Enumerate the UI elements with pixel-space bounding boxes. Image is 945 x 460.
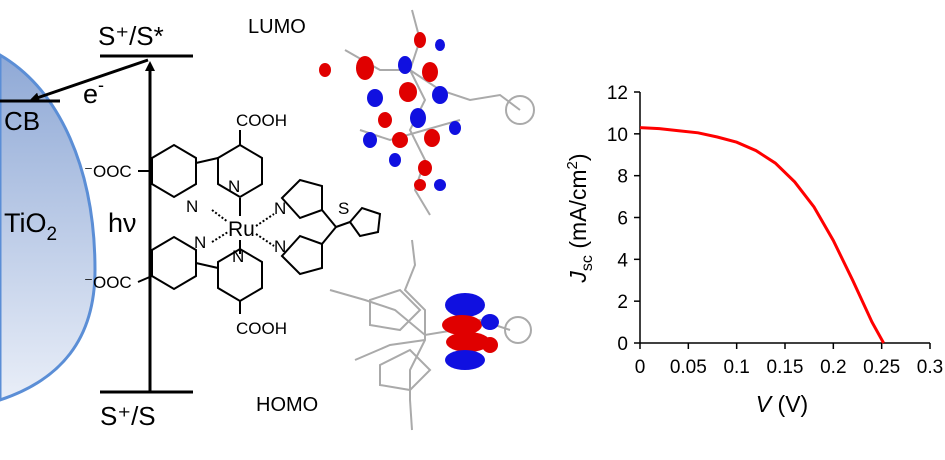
lumo-lobe — [398, 56, 412, 74]
y-tick-label: 8 — [617, 167, 628, 188]
pyridine-ring-b — [151, 143, 197, 199]
lumo-lobe — [319, 63, 331, 77]
carboxyl-top-label: COOH — [236, 111, 287, 130]
energy-diagram: TiO2 CB S⁺/S* S⁺/S hν e- — [0, 21, 193, 431]
excited-level-label: S⁺/S* — [98, 21, 164, 51]
x-tick-label: 0.15 — [767, 357, 804, 378]
y-tick-label: 4 — [617, 250, 628, 271]
lumo-lobe — [363, 132, 377, 148]
pyrrole-ring-b — [280, 234, 323, 276]
y-tick-label: 6 — [617, 209, 628, 230]
orbital-renderings: LUMO HOMO — [248, 9, 535, 431]
tio2-semiconductor — [0, 53, 97, 402]
lumo-lobe — [432, 86, 448, 104]
thiophene-ring — [348, 206, 382, 238]
homo-lobe — [481, 314, 499, 330]
homo-molecular-skeleton — [329, 239, 532, 431]
lumo-lobe — [449, 121, 461, 135]
nitrogen-d: N — [274, 237, 286, 256]
lumo-lobe — [399, 82, 417, 102]
y-tick-label: 10 — [607, 125, 628, 146]
homo-orbital-lobes — [442, 293, 499, 370]
lumo-lobe — [418, 160, 432, 176]
chart-ticks: 0 0.05 0.1 0.15 0.2 0.25 0.3 0 2 4 6 8 10 12 — [607, 83, 943, 378]
chart-ylabel: Jsc (mA/cm2) — [564, 153, 596, 283]
lumo-lobe — [414, 32, 426, 48]
nitrogen-b: N — [228, 177, 240, 196]
x-tick-label: 0.25 — [863, 357, 900, 378]
x-tick-label: 0.05 — [670, 357, 707, 378]
chart-axes — [639, 92, 930, 344]
homo-lobe — [445, 293, 485, 317]
pyridine-ring-c — [151, 235, 197, 291]
lumo-lobe — [435, 39, 445, 51]
lumo-orbital-lobes — [319, 32, 461, 191]
lumo-lobe — [367, 89, 383, 107]
y-tick-label: 2 — [617, 292, 628, 313]
homo-label: HOMO — [256, 394, 318, 416]
lumo-lobe — [434, 179, 446, 191]
lumo-lobe — [414, 179, 426, 191]
x-tick-label: 0.1 — [723, 357, 749, 378]
carboxylate-top-label: ⁻OOC — [84, 162, 132, 181]
homo-lobe — [482, 337, 498, 353]
thiophene-sulfur: S — [338, 199, 349, 218]
lumo-lobe — [389, 153, 401, 167]
ground-level-label: S⁺/S — [100, 401, 156, 431]
jv-chart: 0 0.05 0.1 0.15 0.2 0.25 0.3 0 2 4 6 8 10 12 V (V) Js… — [564, 83, 943, 417]
x-tick-label: 0.2 — [820, 357, 846, 378]
y-tick-label: 12 — [607, 83, 628, 104]
lumo-label: LUMO — [248, 16, 306, 38]
chart-xlabel: V (V) — [756, 391, 808, 417]
tio2-label: TiO2 — [4, 208, 57, 245]
electron-injection-arrow — [29, 58, 149, 103]
ruthenium-center: Ru — [228, 218, 255, 241]
electron-label: e- — [83, 75, 104, 109]
nitrogen-c: N — [274, 199, 286, 218]
y-tick-label: 0 — [617, 334, 628, 355]
pyrrole-ring-a — [280, 178, 323, 220]
jv-curve-series — [639, 126, 885, 344]
carboxylate-bottom-label: ⁻OOC — [84, 273, 132, 292]
carboxyl-bottom-label: COOH — [236, 319, 287, 338]
lumo-lobe — [356, 56, 374, 80]
nitrogen-e: N — [194, 233, 206, 252]
lumo-lobe — [378, 112, 392, 128]
pyridine-ring-d — [217, 247, 263, 303]
lumo-lobe — [392, 132, 408, 148]
lumo-lobe — [410, 108, 426, 128]
nitrogen-a: N — [186, 197, 198, 216]
dye-molecule: COOH ⁻OOC N N Ru N N S N N ⁻OOC COOH — [84, 111, 382, 338]
x-tick-label: 0 — [635, 357, 646, 378]
lumo-lobe — [424, 129, 440, 147]
lumo-lobe — [422, 62, 438, 82]
homo-lobe — [445, 350, 485, 370]
excitation-label: hν — [108, 208, 137, 238]
conduction-band-label: CB — [4, 106, 40, 136]
homo-lobe — [446, 332, 490, 352]
homo-lobe — [442, 315, 482, 335]
x-tick-label: 0.3 — [917, 357, 943, 378]
